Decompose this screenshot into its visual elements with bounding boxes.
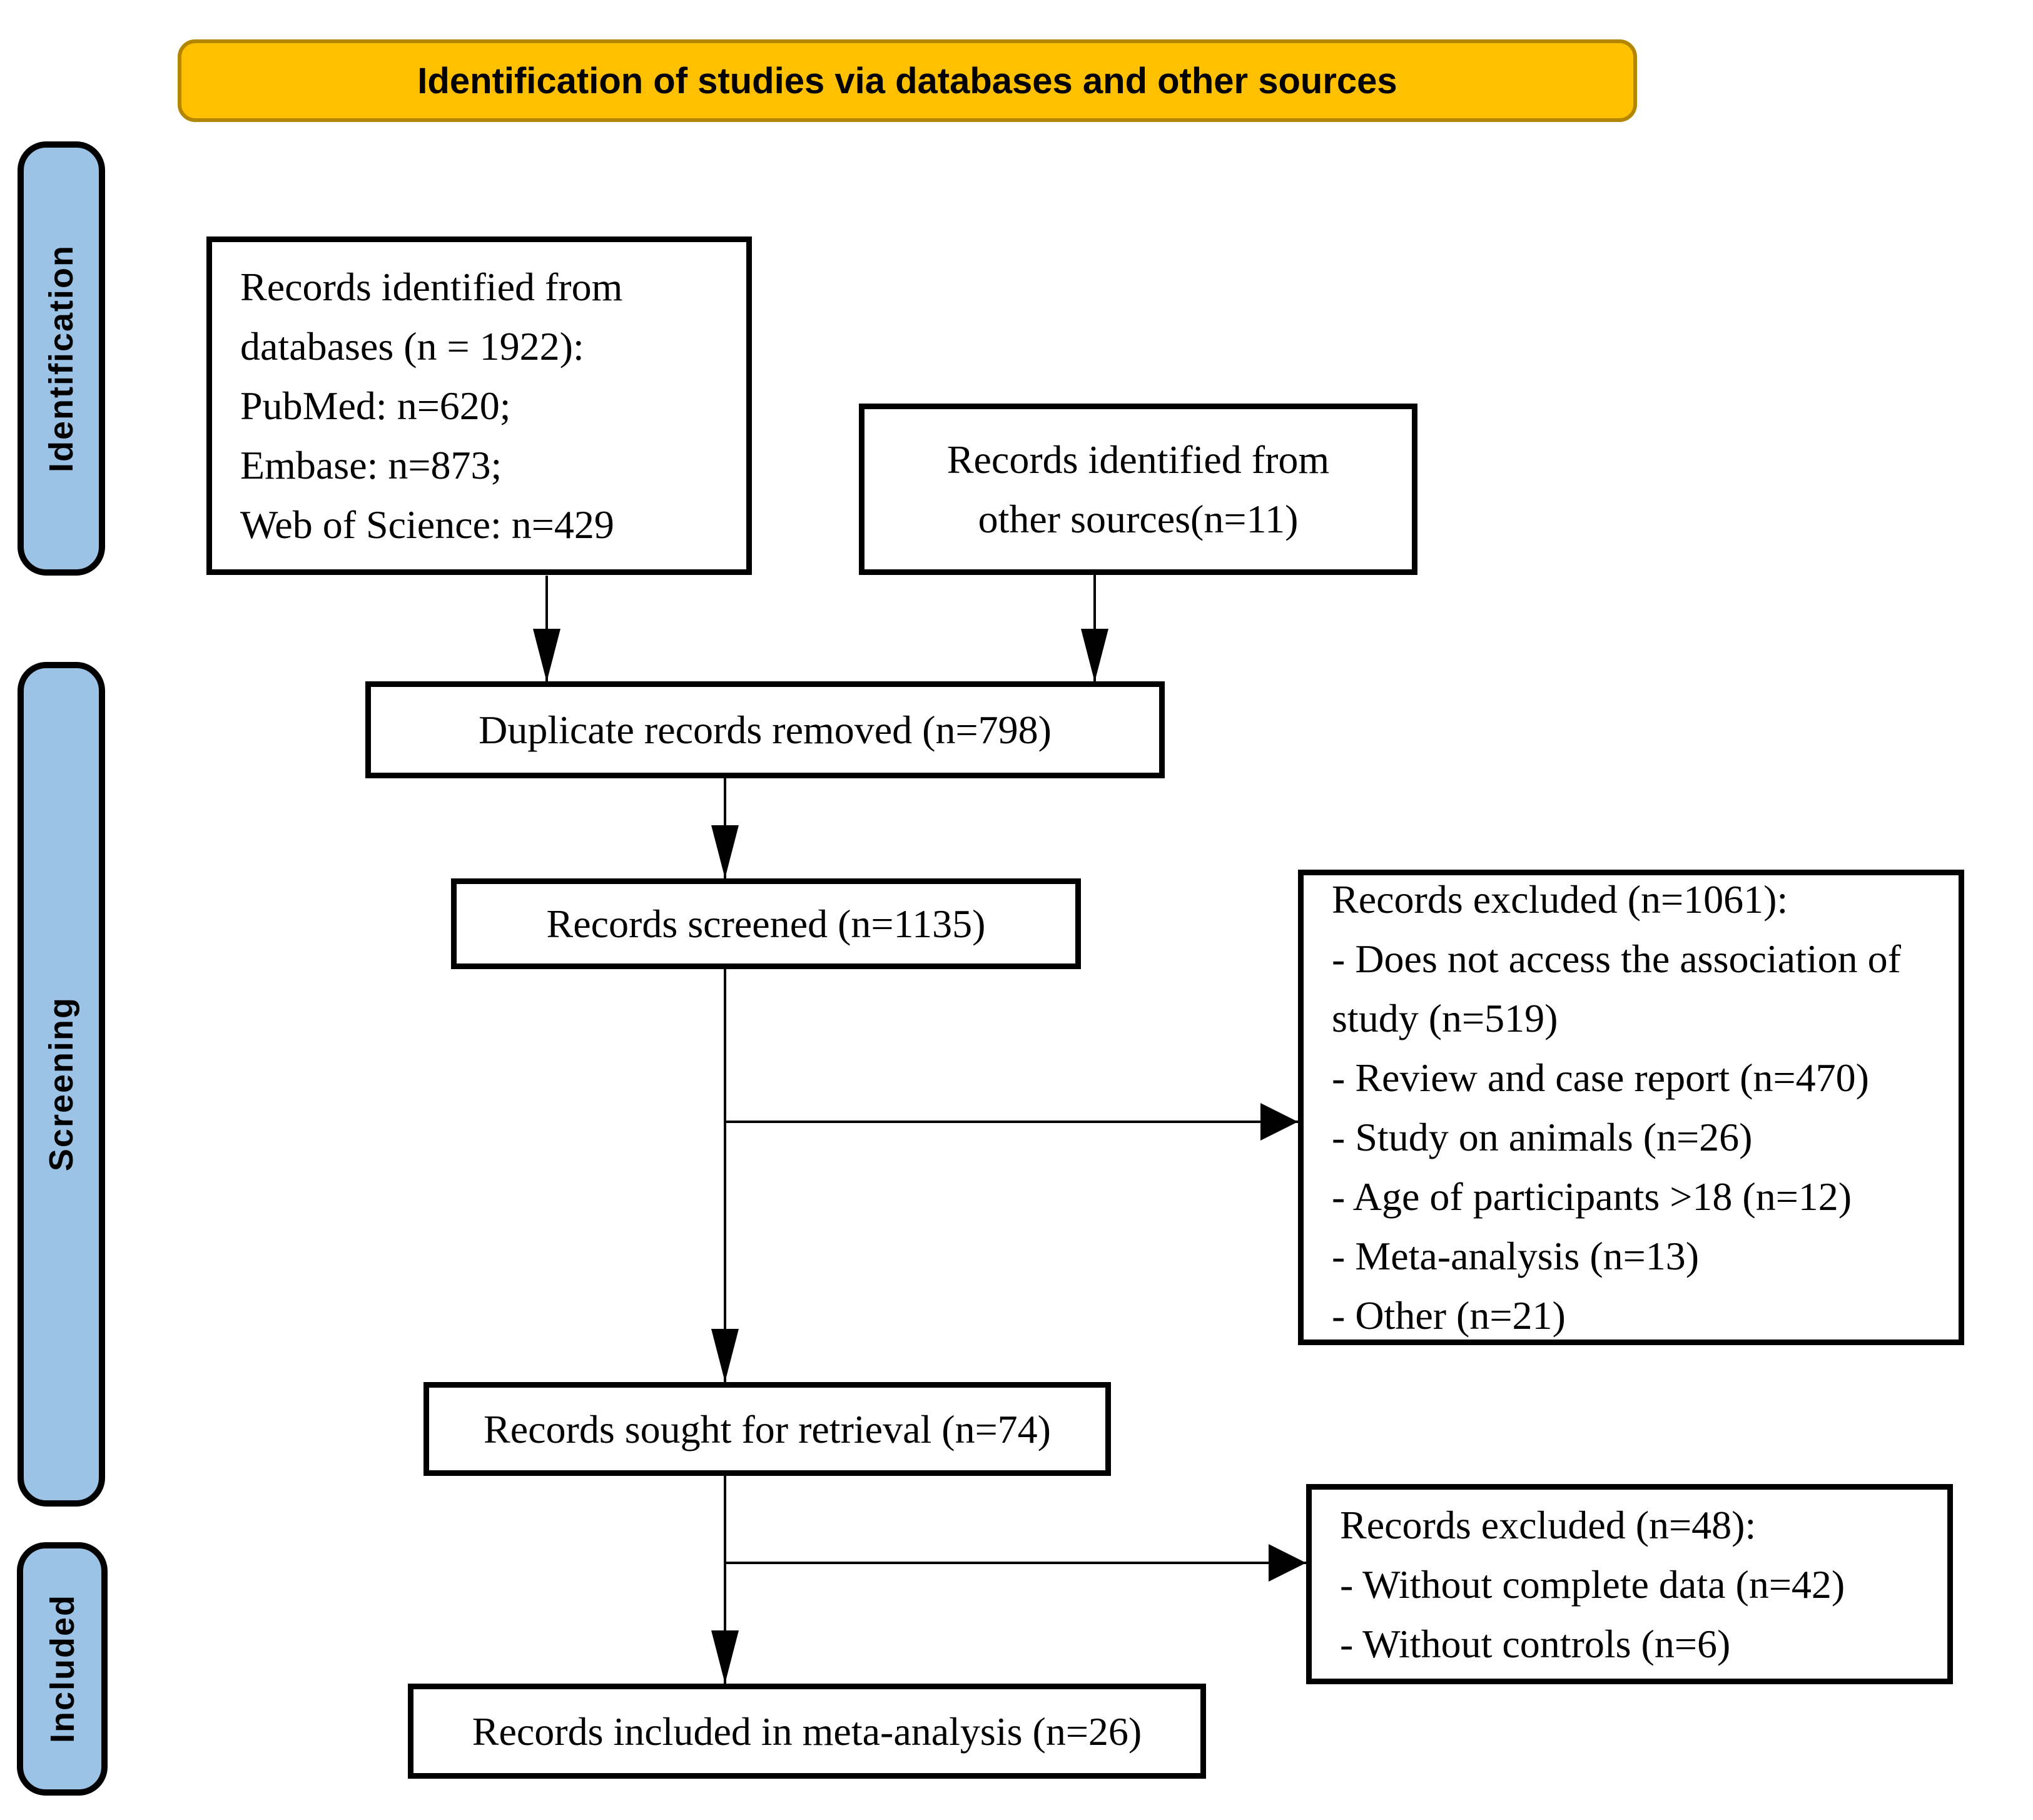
stage-label-included: Included [17,1542,108,1796]
box-line: Records identified from [946,437,1330,482]
box-records-included-meta-analysis: Records included in meta-analysis (n=26) [408,1684,1206,1779]
box-text: Records sought for retrieval (n=74) [484,1406,1051,1451]
box-line: Embase: n=873; [240,443,502,487]
box-line: Records identified from [240,265,623,309]
box-line: Records excluded (n=48): [1340,1502,1757,1547]
arrowhead-down-icon [711,825,739,878]
box-duplicates-removed: Duplicate records removed (n=798) [365,681,1165,778]
box-records-excluded-screening: Records excluded (n=1061): - Does not ac… [1298,870,1964,1345]
box-line: - Review and case report (n=470) [1332,1055,1869,1100]
arrow-screened-to-excluded-line [725,1121,1300,1123]
arrow-sought-to-included-line [724,1476,726,1684]
box-records-sought-retrieval: Records sought for retrieval (n=74) [423,1382,1111,1476]
box-line: PubMed: n=620; [240,384,511,428]
box-records-identified-databases: Records identified from databases (n = 1… [206,236,752,575]
box-line: databases (n = 1922): [240,324,584,369]
stage-label-identification: Identification [18,141,105,576]
stage-label-included-text: Included [43,1594,81,1744]
box-line: - Without complete data (n=42) [1340,1562,1845,1607]
box-line: - Without controls (n=6) [1340,1621,1731,1666]
arrowhead-down-icon [711,1329,739,1382]
stage-label-screening-text: Screening [43,997,80,1172]
stage-label-screening: Screening [18,662,105,1507]
banner-title-text: Identification of studies via databases … [417,60,1397,101]
box-records-screened: Records screened (n=1135) [451,878,1081,969]
box-line: - Meta-analysis (n=13) [1332,1234,1700,1278]
arrow-other-sources-to-duplicates-line [1093,575,1096,682]
arrowhead-right-icon [1260,1103,1298,1141]
box-text: Records included in meta-analysis (n=26) [472,1709,1142,1754]
box-line: - Age of participants >18 (n=12) [1332,1174,1852,1219]
box-text: Records screened (n=1135) [546,902,986,946]
arrowhead-down-icon [1081,629,1108,682]
box-records-identified-other-sources: Records identified from other sources(n=… [859,404,1417,575]
box-line: Web of Science: n=429 [240,502,614,547]
box-text: Duplicate records removed (n=798) [479,708,1052,752]
arrowhead-down-icon [711,1630,739,1684]
arrow-sought-to-excluded-line [725,1562,1307,1564]
box-line: - Study on animals (n=26) [1332,1115,1753,1159]
box-line: Records excluded (n=1061): [1332,877,1788,922]
arrowhead-down-icon [533,629,560,682]
box-line: other sources(n=11) [978,497,1299,541]
box-records-excluded-retrieval: Records excluded (n=48): - Without compl… [1306,1484,1953,1684]
box-line: - Other (n=21) [1332,1293,1566,1338]
arrowhead-right-icon [1269,1544,1306,1582]
box-line: - Does not access the association of [1332,937,1901,981]
box-line: study (n=519) [1332,996,1558,1040]
banner-title: Identification of studies via databases … [178,39,1637,122]
stage-label-identification-text: Identification [43,245,80,472]
arrow-screened-to-sought-line [724,969,726,1382]
